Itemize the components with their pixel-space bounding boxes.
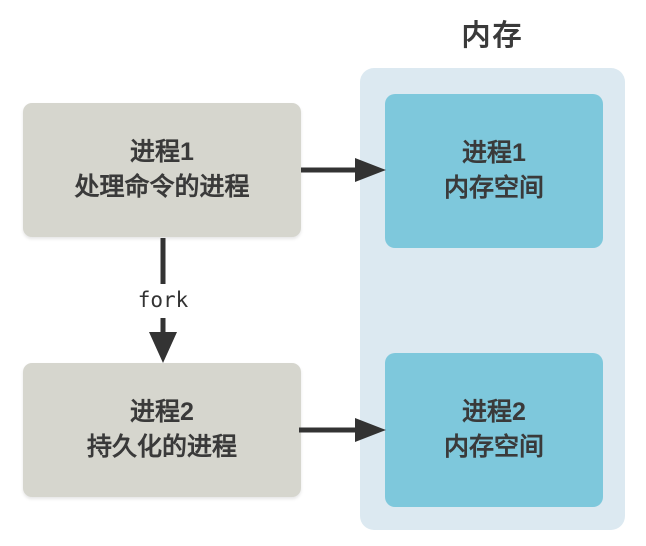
arrow-process2-to-memory2-icon [299,418,386,442]
arrow-process1-to-memory1-icon [301,158,386,182]
process2-name: 进程2 [130,398,194,426]
memory-title: 内存 [461,20,524,52]
process2-desc: 持久化的进程 [86,433,237,461]
process1-desc: 处理命令的进程 [74,173,250,201]
process1-box: 进程1 处理命令的进程 [23,103,301,237]
memory-space1-name: 进程1 [462,139,526,167]
process1-name: 进程1 [130,138,194,166]
fork-arrow-icon [149,238,177,363]
fork-label: fork [137,288,189,312]
memory-space1-box: 进程1 内存空间 [385,94,603,248]
memory-space2-name: 进程2 [462,398,526,426]
process2-box: 进程2 持久化的进程 [23,363,301,497]
memory-space1-desc: 内存空间 [443,174,544,202]
memory-space2-box: 进程2 内存空间 [385,353,603,507]
memory-space2-desc: 内存空间 [443,433,544,461]
